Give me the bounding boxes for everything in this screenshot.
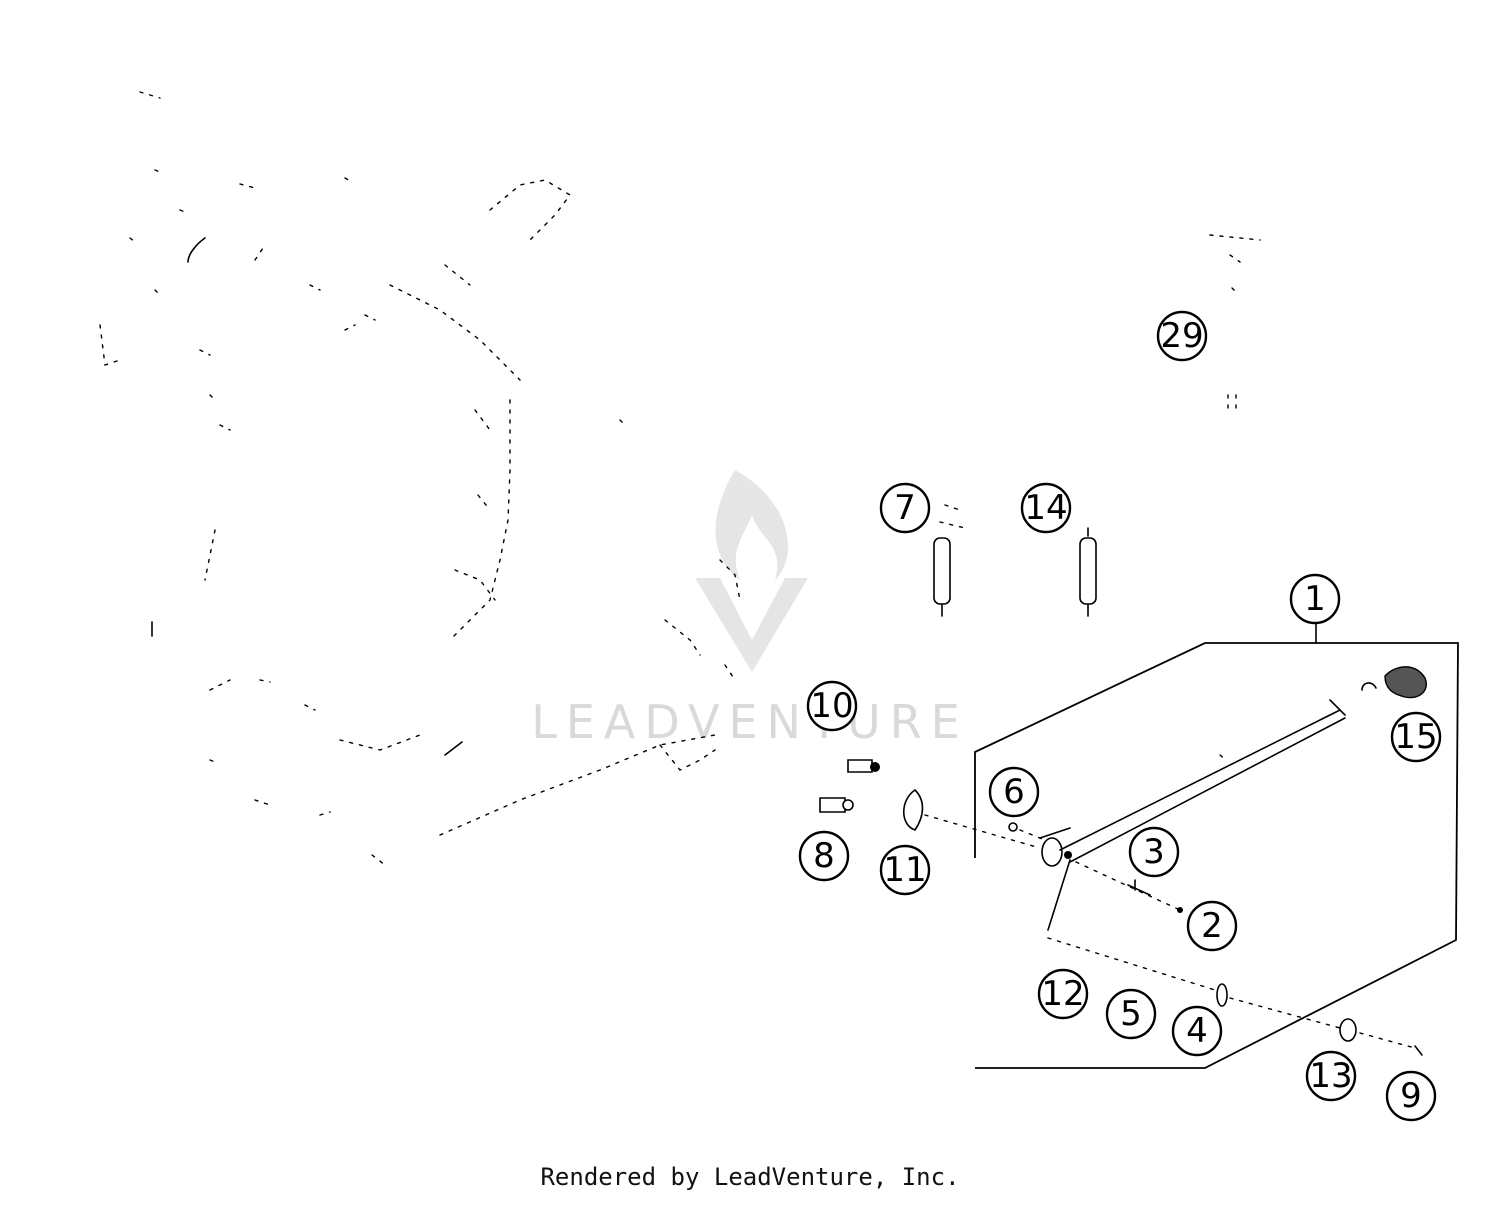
svg-text:3: 3 — [1143, 832, 1165, 872]
svg-text:2: 2 — [1201, 906, 1223, 946]
svg-text:14: 14 — [1024, 488, 1067, 528]
svg-text:5: 5 — [1120, 994, 1142, 1034]
nut-part-8 — [819, 797, 854, 813]
svg-text:13: 13 — [1309, 1056, 1352, 1096]
svg-text:29: 29 — [1160, 316, 1203, 356]
svg-text:9: 9 — [1400, 1076, 1422, 1116]
side-stand — [902, 666, 1427, 1056]
watermark-text: LEADVENTURE — [531, 695, 969, 749]
frame-sketch — [99, 91, 741, 866]
callout-13: 13 — [1305, 1050, 1357, 1102]
svg-text:10: 10 — [810, 686, 853, 726]
callout-11: 11 — [879, 844, 931, 896]
callout-6: 6 — [988, 766, 1040, 818]
svg-text:15: 15 — [1394, 717, 1437, 757]
sleeve-part-7 — [933, 504, 966, 617]
leadventure-watermark-logo — [695, 470, 808, 672]
callout-3: 3 — [1128, 826, 1180, 878]
callout-29: 29 — [1156, 310, 1208, 362]
callout-15: 15 — [1390, 711, 1442, 763]
svg-text:6: 6 — [1003, 772, 1025, 812]
callout-2: 2 — [1186, 900, 1238, 952]
footer-credit: Rendered by LeadVenture, Inc. — [540, 1163, 960, 1191]
callout-12: 12 — [1037, 968, 1089, 1020]
callout-14: 14 — [1020, 482, 1072, 534]
sleeve-part-14 — [1079, 527, 1097, 617]
callout-5: 5 — [1105, 988, 1157, 1040]
svg-text:4: 4 — [1186, 1011, 1208, 1051]
callout-4: 4 — [1171, 1005, 1223, 1057]
callout-7: 7 — [879, 482, 931, 534]
callout-10: 10 — [806, 680, 858, 732]
callout-8: 8 — [798, 830, 850, 882]
svg-text:1: 1 — [1304, 579, 1326, 619]
upper-right-sketch — [1209, 234, 1261, 413]
svg-text:7: 7 — [894, 488, 916, 528]
assembly-frame — [974, 642, 1459, 1069]
svg-text:8: 8 — [813, 836, 835, 876]
callout-1: 1 — [1289, 573, 1341, 625]
svg-text:12: 12 — [1041, 974, 1084, 1014]
callout-9: 9 — [1385, 1070, 1437, 1122]
svg-text:11: 11 — [883, 850, 926, 890]
nut-part-10 — [847, 759, 880, 773]
